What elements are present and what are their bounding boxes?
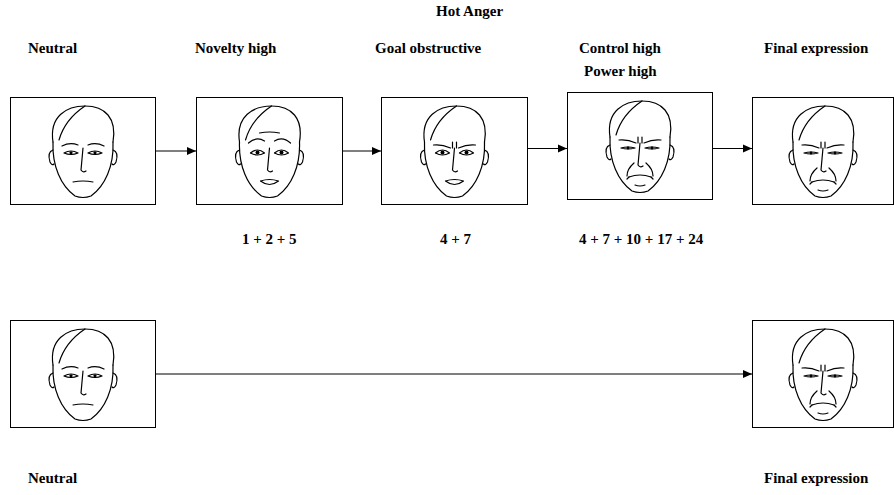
flow-arrow	[343, 147, 381, 155]
face-goal-obstructive	[421, 106, 489, 198]
face-mouth	[73, 181, 93, 182]
face-control-power	[606, 101, 674, 193]
face-brows	[62, 367, 104, 369]
arrow-head	[558, 145, 567, 153]
face-head	[236, 106, 304, 198]
face-brows	[62, 144, 104, 146]
action-units: 4 + 7	[440, 230, 471, 248]
face-mouth	[446, 180, 464, 185]
face-head	[789, 106, 857, 198]
flow-arrow	[156, 370, 752, 378]
column-heading: Power high	[584, 62, 657, 80]
face-frame: Control highPower high4 + 7 + 10 + 17 + …	[567, 92, 713, 200]
diagram-title: Hot Anger	[436, 2, 503, 20]
arrow-head	[187, 147, 196, 155]
face-head	[606, 101, 674, 193]
face-head	[421, 106, 489, 198]
face-mouth	[810, 391, 836, 414]
arrow-head	[743, 145, 752, 153]
face-eyes	[804, 152, 842, 155]
face-mouth	[627, 163, 653, 186]
face-eyes	[64, 151, 102, 155]
face-brows	[802, 365, 844, 371]
arrow-head	[743, 370, 752, 378]
face-brows	[619, 137, 661, 143]
action-units: 1 + 2 + 5	[242, 230, 297, 248]
face-frame: Goal obstructive4 + 7	[381, 97, 528, 205]
face-eyes	[64, 374, 102, 378]
face-frame: Final expression	[752, 97, 894, 205]
row-label: Neutral	[28, 469, 77, 487]
flow-arrow	[713, 145, 752, 153]
face-eyes	[436, 150, 474, 155]
column-heading: Final expression	[764, 39, 868, 57]
face-final	[789, 106, 857, 198]
face-brows	[249, 132, 291, 143]
arrow-head	[372, 147, 381, 155]
column-heading: Goal obstructive	[375, 39, 481, 57]
column-heading: Novelty high	[195, 39, 276, 57]
face-mouth	[261, 180, 279, 185]
column-heading: Neutral	[28, 39, 77, 57]
face-brows	[434, 142, 476, 148]
face-head	[49, 329, 117, 421]
face-frame: Neutral	[10, 97, 156, 205]
face-frame: Neutral	[10, 320, 156, 428]
column-heading: Control high	[579, 39, 661, 57]
face-head	[49, 106, 117, 198]
face-frame: Novelty high1 + 2 + 5	[196, 97, 343, 205]
flow-arrow	[156, 147, 196, 155]
face-novelty	[236, 106, 304, 198]
face-head	[789, 329, 857, 421]
face-neutral	[49, 106, 117, 198]
arrow-line	[156, 373, 752, 374]
flow-arrow	[528, 145, 567, 153]
action-units: 4 + 7 + 10 + 17 + 24	[579, 230, 703, 248]
face-brows	[802, 142, 844, 148]
face-eyes	[251, 150, 289, 155]
face-mouth	[810, 168, 836, 191]
face-mouth	[73, 404, 93, 405]
face-neutral	[49, 329, 117, 421]
face-eyes	[621, 147, 659, 150]
face-frame: Final expression	[752, 320, 894, 428]
face-eyes	[804, 375, 842, 378]
face-final	[789, 329, 857, 421]
row-label: Final expression	[764, 469, 868, 487]
